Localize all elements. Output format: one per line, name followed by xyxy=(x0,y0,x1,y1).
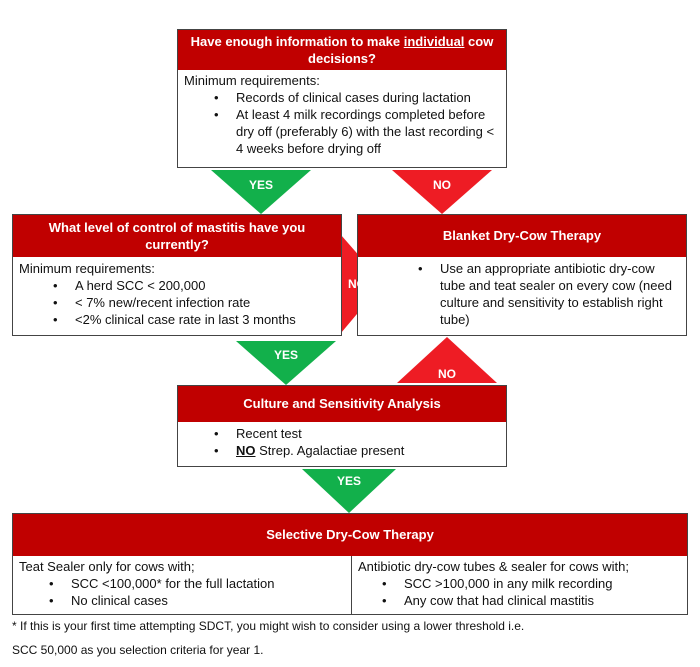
yes-arrow-1 xyxy=(211,170,311,214)
yes-label-1: YES xyxy=(248,178,273,192)
footnote-line-1: * If this is your first time attempting … xyxy=(12,619,525,633)
culture-analysis-header: Culture and Sensitivity Analysis xyxy=(178,386,506,422)
teat-sealer-column: Teat Sealer only for cows with; SCC <100… xyxy=(13,556,352,614)
no-arrow-3 xyxy=(397,337,497,383)
footnote-line-2: SCC 50,000 as you selection criteria for… xyxy=(12,643,264,657)
antibiotic-column: Antibiotic dry-cow tubes & sealer for co… xyxy=(352,556,687,614)
antibiotic-intro: Antibiotic dry-cow tubes & sealer for co… xyxy=(358,559,629,574)
list-item: < 7% new/recent infection rate xyxy=(53,294,335,311)
info-decision-box: Have enough information to make individu… xyxy=(177,29,507,168)
no-arrow-1 xyxy=(392,170,492,214)
yes-label-3: YES xyxy=(336,474,361,488)
list-item: SCC <100,000* for the full lactation xyxy=(49,575,345,592)
selective-therapy-box: Selective Dry-Cow Therapy Teat Sealer on… xyxy=(12,513,688,615)
culture-analysis-box: Culture and Sensitivity Analysis Recent … xyxy=(177,385,507,467)
list-item: Use an appropriate antibiotic dry-cow tu… xyxy=(418,260,676,328)
info-decision-header: Have enough information to make individu… xyxy=(178,30,506,70)
mastitis-control-header: What level of control of mastitis have y… xyxy=(13,215,341,257)
culture-items: Recent test NO Strep. Agalactiae present xyxy=(184,425,500,459)
no-label-3: NO xyxy=(438,367,456,381)
blanket-therapy-box: Blanket Dry-Cow Therapy Use an appropria… xyxy=(357,214,687,336)
info-intro: Minimum requirements: xyxy=(184,73,320,88)
selective-therapy-header: Selective Dry-Cow Therapy xyxy=(13,514,687,556)
list-item: A herd SCC < 200,000 xyxy=(53,277,335,294)
mastitis-control-box: What level of control of mastitis have y… xyxy=(12,214,342,336)
yes-label-2: YES xyxy=(273,348,298,362)
list-item: <2% clinical case rate in last 3 months xyxy=(53,311,335,328)
list-item: Records of clinical cases during lactati… xyxy=(214,89,500,106)
list-item: No clinical cases xyxy=(49,592,345,609)
yes-arrow-2 xyxy=(236,341,336,385)
mastitis-intro: Minimum requirements: xyxy=(19,261,155,276)
list-item: At least 4 milk recordings completed bef… xyxy=(214,106,500,157)
list-item: NO Strep. Agalactiae present xyxy=(214,442,500,459)
blanket-therapy-header: Blanket Dry-Cow Therapy xyxy=(358,215,686,257)
no-label-1: NO xyxy=(433,178,451,192)
yes-arrow-3 xyxy=(302,469,396,513)
list-item: SCC >100,000 in any milk recording xyxy=(382,575,681,592)
mastitis-requirements: A herd SCC < 200,000 < 7% new/recent inf… xyxy=(19,277,335,328)
teat-sealer-intro: Teat Sealer only for cows with; xyxy=(19,559,195,574)
blanket-items: Use an appropriate antibiotic dry-cow tu… xyxy=(364,260,680,328)
no-label-2: NO xyxy=(348,277,366,291)
list-item: Recent test xyxy=(214,425,500,442)
info-requirements: Records of clinical cases during lactati… xyxy=(184,89,500,157)
list-item: Any cow that had clinical mastitis xyxy=(382,592,681,609)
